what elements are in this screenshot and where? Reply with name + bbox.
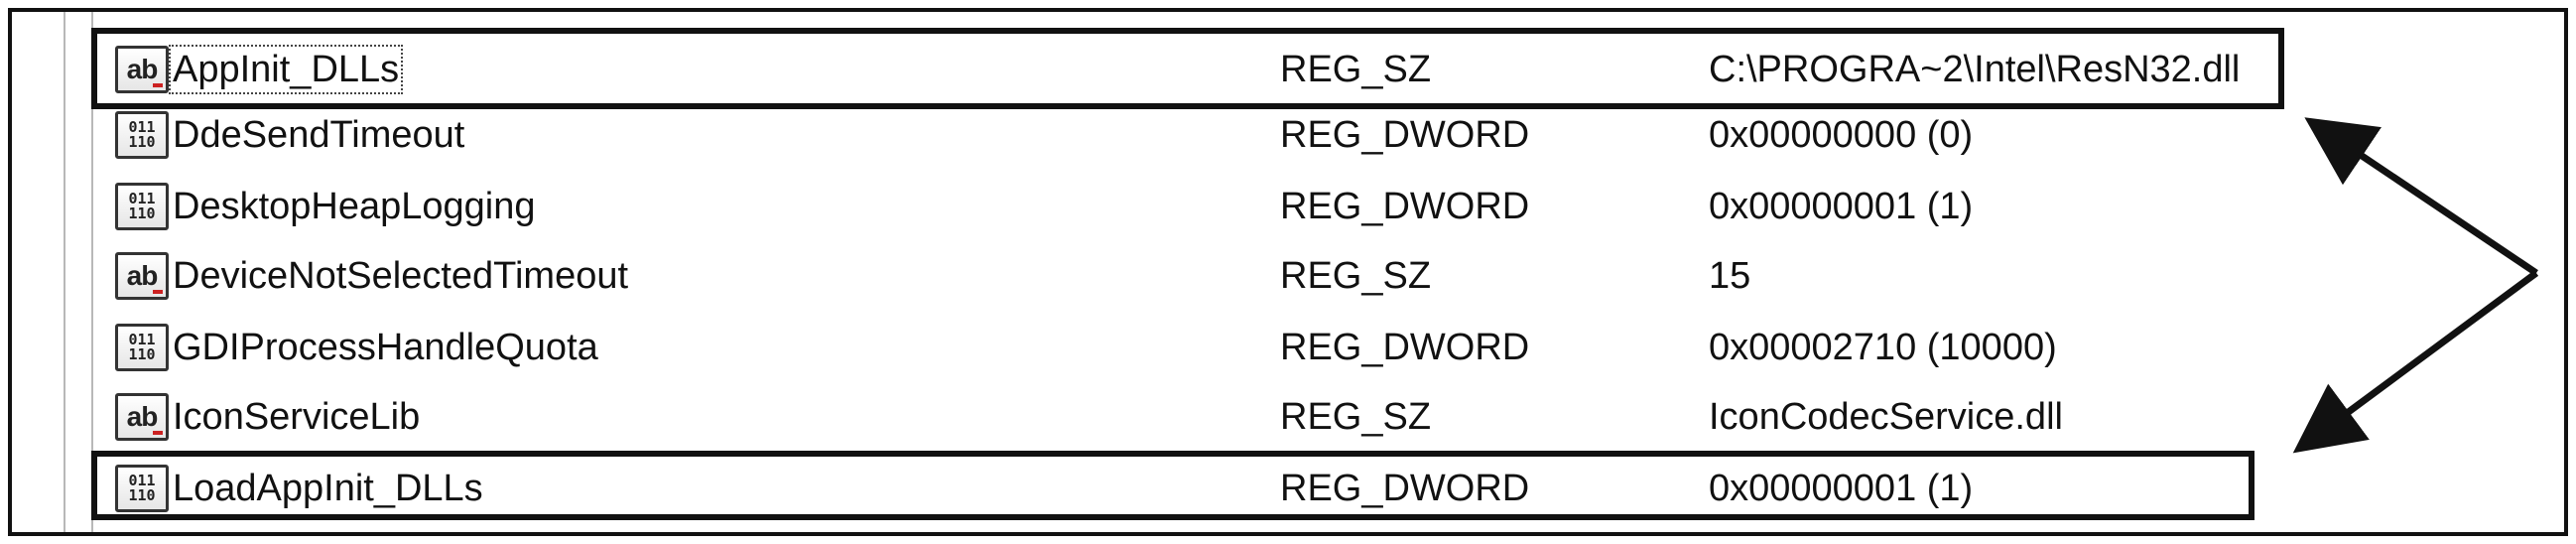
string-value-icon: ab: [115, 46, 169, 93]
registry-row-devicenotselectedtimeout[interactable]: ab DeviceNotSelectedTimeout REG_SZ 15: [95, 244, 2278, 308]
arrow-to-appinit-dlls: [2304, 117, 2538, 276]
value-name: IconServiceLib: [173, 395, 421, 438]
value-data: 15: [1709, 254, 1751, 297]
tree-gutter-line: [64, 12, 65, 532]
value-type: REG_DWORD: [1280, 113, 1530, 156]
string-value-icon: ab: [115, 393, 169, 441]
value-type: REG_SZ: [1280, 254, 1432, 297]
value-type: REG_DWORD: [1280, 185, 1530, 227]
registry-row-iconservicelib[interactable]: ab IconServiceLib REG_SZ IconCodecServic…: [95, 385, 2278, 449]
value-name: LoadAppInit_DLLs: [173, 467, 483, 509]
value-name: DdeSendTimeout: [173, 113, 465, 156]
value-type: REG_DWORD: [1280, 467, 1530, 509]
string-value-icon: ab: [115, 252, 169, 300]
value-name: GDIProcessHandleQuota: [173, 326, 598, 368]
highlight-box-loadappinit-dlls: [91, 451, 2254, 520]
value-data: 0x00000001 (1): [1709, 467, 1974, 509]
value-data: 0x00000000 (0): [1709, 113, 1974, 156]
value-type: REG_SZ: [1280, 395, 1432, 438]
value-name: DesktopHeapLogging: [173, 185, 536, 227]
value-data: 0x00000001 (1): [1709, 185, 1974, 227]
highlight-box-appinit-dlls: [91, 28, 2284, 109]
tree-gutter-line: [91, 12, 93, 532]
value-data: 0x00002710 (10000): [1709, 326, 2057, 368]
value-name: DeviceNotSelectedTimeout: [173, 254, 629, 297]
value-type: REG_DWORD: [1280, 326, 1530, 368]
value-data: IconCodecService.dll: [1709, 395, 2063, 438]
arrow-to-loadappinit-dlls: [2292, 270, 2539, 454]
screenshot-frame: [8, 8, 2568, 536]
value-data: C:\PROGRA~2\Intel\ResN32.dll: [1709, 48, 2241, 90]
value-name: AppInit_DLLs: [168, 44, 1280, 94]
registry-row-appinit-dlls[interactable]: ab AppInit_DLLs REG_SZ C:\PROGRA~2\Intel…: [95, 38, 2278, 101]
value-name-text: AppInit_DLLs: [168, 44, 404, 94]
value-type: REG_SZ: [1280, 48, 1432, 90]
